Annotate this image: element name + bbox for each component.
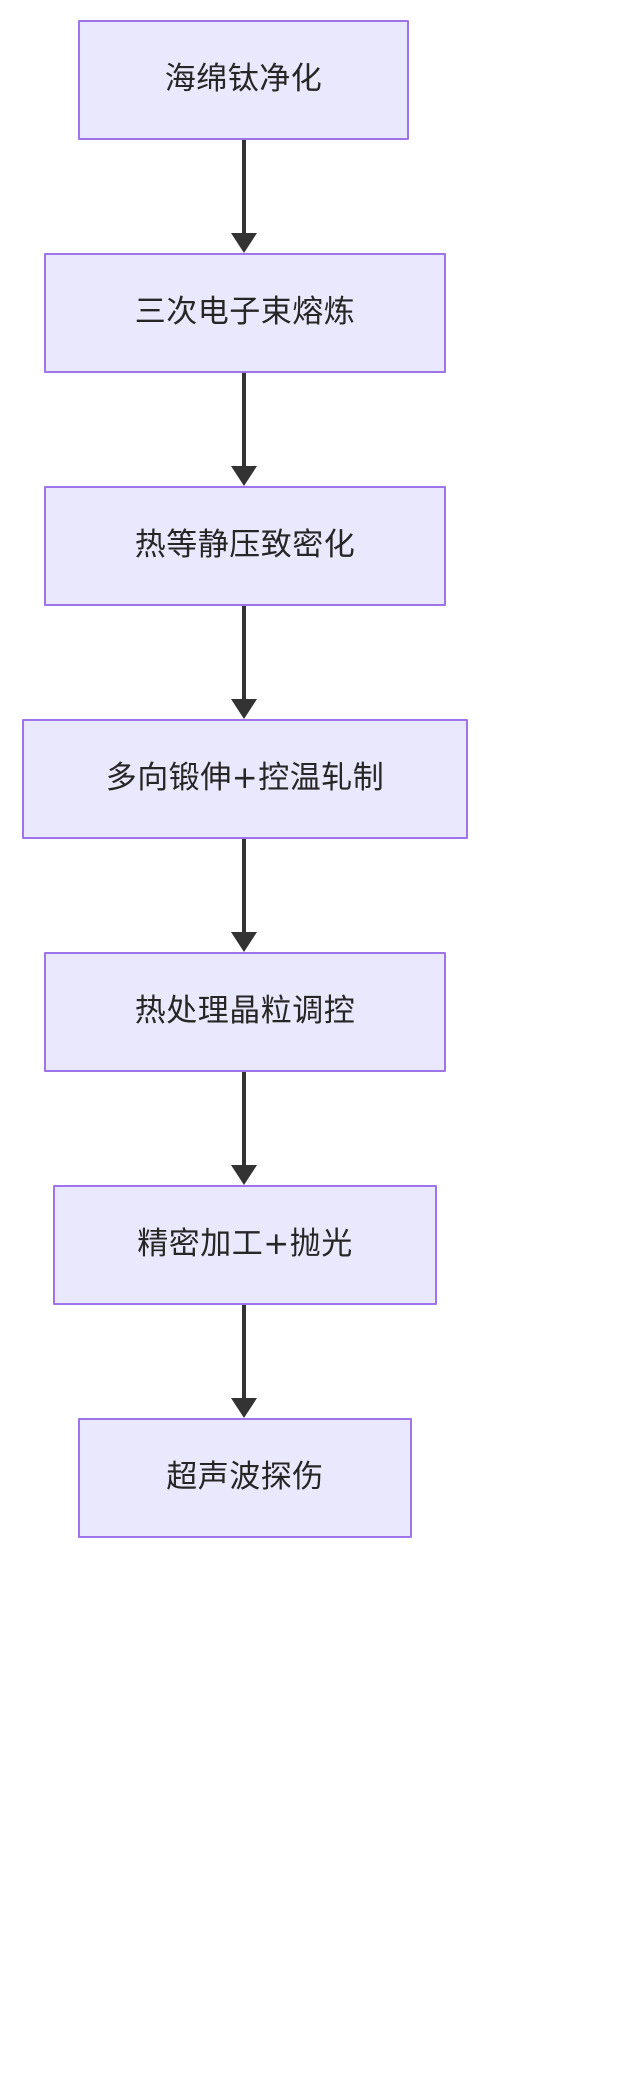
flow-edge-1-2-arrowhead [231,233,257,253]
flow-edge-2-3-arrowhead [231,466,257,486]
flow-node-2-label: 三次电子束熔炼 [134,294,356,331]
flow-node-5-label: 热处理晶粒调控 [134,993,356,1030]
flow-node-7[interactable]: 超声波探伤 [78,1418,412,1538]
flow-node-1[interactable]: 海绵钛净化 [78,20,409,140]
flow-node-7-label: 超声波探伤 [166,1459,324,1496]
flow-edge-3-4-line [242,606,246,701]
flow-node-3[interactable]: 热等静压致密化 [44,486,446,606]
flow-edge-1-2-line [242,140,246,235]
flow-edge-6-7-arrowhead [231,1398,257,1418]
flow-node-3-label: 热等静压致密化 [134,527,356,564]
flow-edge-4-5-arrowhead [231,932,257,952]
flow-edge-6-7-line [242,1305,246,1400]
flow-node-2[interactable]: 三次电子束熔炼 [44,253,446,373]
flow-node-6[interactable]: 精密加工+抛光 [53,1185,437,1305]
flow-node-5[interactable]: 热处理晶粒调控 [44,952,446,1072]
flow-edge-4-5-line [242,839,246,934]
flow-edge-5-6-arrowhead [231,1165,257,1185]
flow-node-4[interactable]: 多向锻伸+控温轧制 [22,719,468,839]
flow-edge-3-4-arrowhead [231,699,257,719]
flow-node-6-label: 精密加工+抛光 [137,1226,353,1263]
flow-edge-5-6-line [242,1072,246,1167]
flow-node-1-label: 海绵钛净化 [164,61,323,98]
flow-node-4-label: 多向锻伸+控温轧制 [105,760,385,797]
flow-edge-2-3-line [242,373,246,468]
